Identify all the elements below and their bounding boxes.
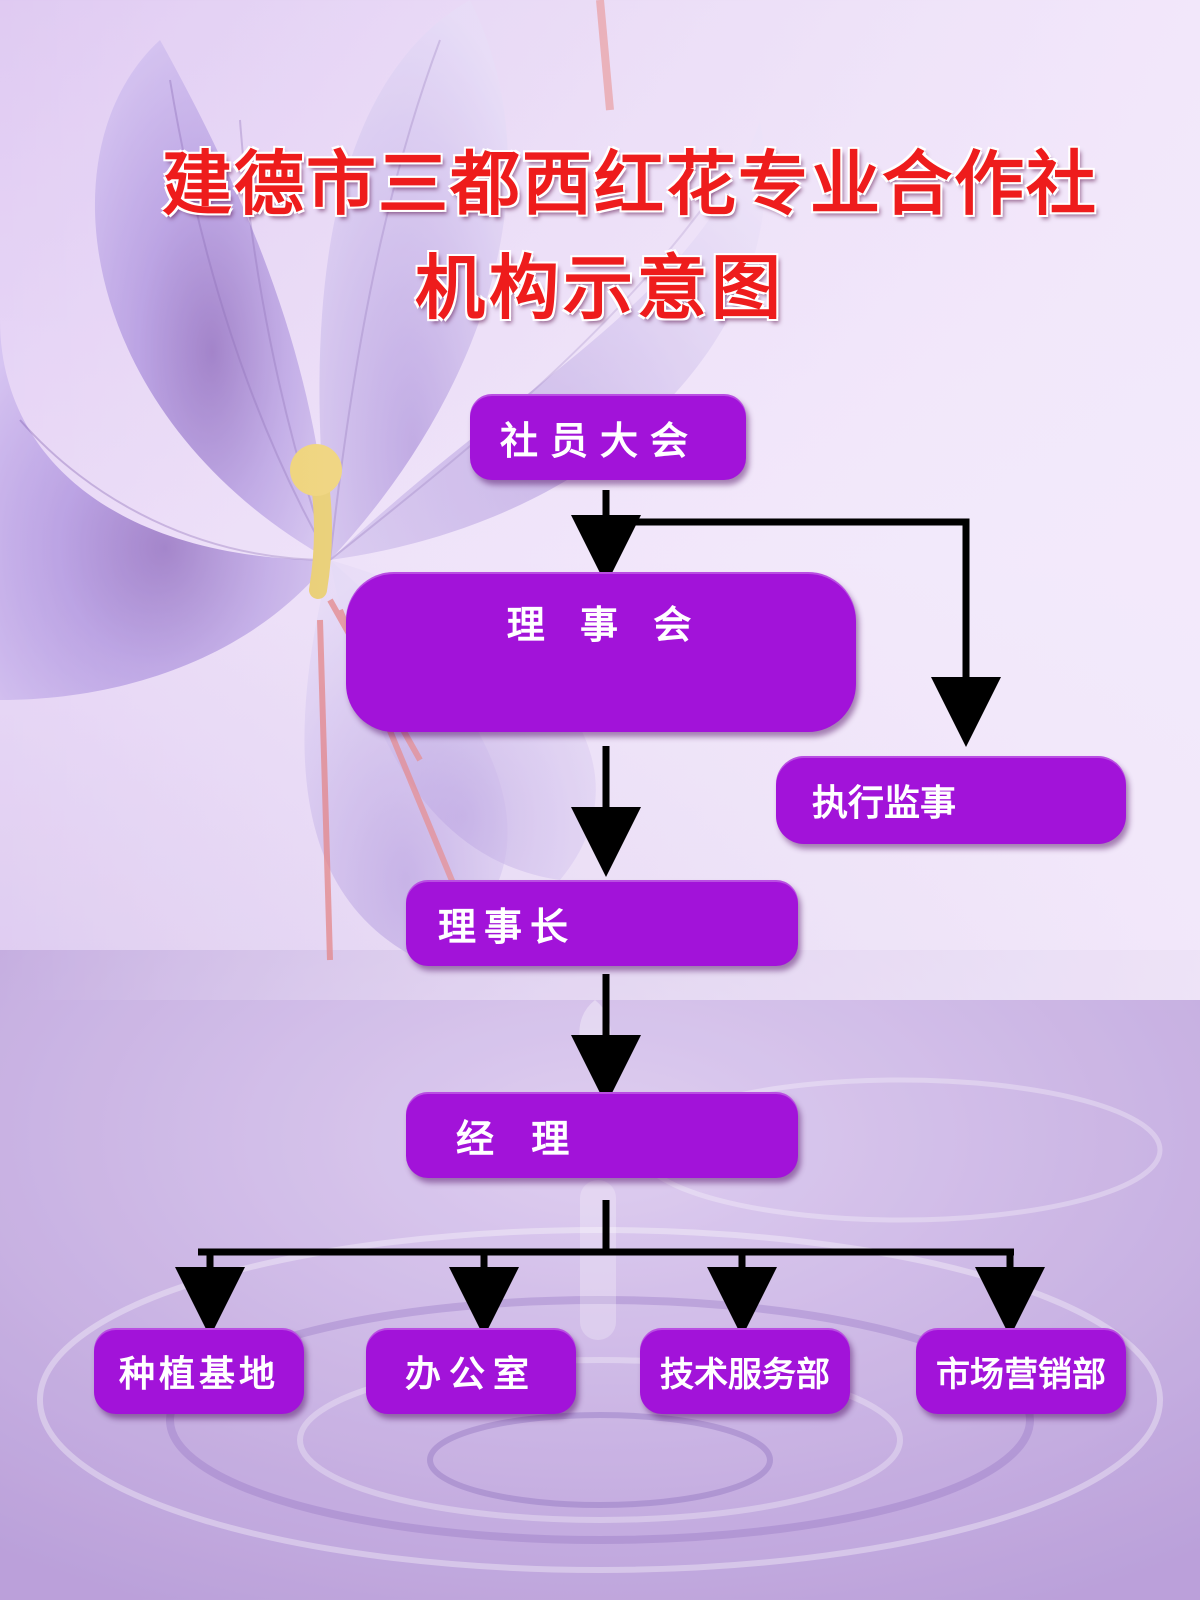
node-marketing-label: 市场营销部 xyxy=(936,1354,1106,1395)
chart-title-line-1: 建德市三都西红花专业合作社 xyxy=(162,143,1098,225)
node-general-assembly: 社员大会 xyxy=(470,394,746,480)
node-planting-base-label: 种植基地 xyxy=(118,1354,279,1395)
node-office: 办公室 xyxy=(366,1328,576,1414)
node-manager-label: 经 理 xyxy=(456,1116,574,1161)
node-tech-service: 技术服务部 xyxy=(640,1328,850,1414)
node-supervisor: 执行监事 xyxy=(776,756,1126,844)
node-chairman: 理事长 xyxy=(406,880,798,966)
node-supervisor-label: 执行监事 xyxy=(812,783,957,824)
chart-title-line-2: 机构示意图 xyxy=(415,247,785,329)
node-board: 理 事 会 xyxy=(346,572,856,732)
node-office-label: 办公室 xyxy=(404,1354,537,1395)
node-tech-service-label: 技术服务部 xyxy=(660,1354,830,1395)
node-chairman-label: 理事长 xyxy=(438,904,577,949)
node-general-assembly-label: 社员大会 xyxy=(500,418,701,463)
connector-assembly-to-supervisor xyxy=(606,518,1001,747)
node-planting-base: 种植基地 xyxy=(94,1328,304,1414)
node-manager: 经 理 xyxy=(406,1092,798,1178)
node-board-label: 理 事 会 xyxy=(506,603,696,647)
node-marketing: 市场营销部 xyxy=(916,1328,1126,1414)
